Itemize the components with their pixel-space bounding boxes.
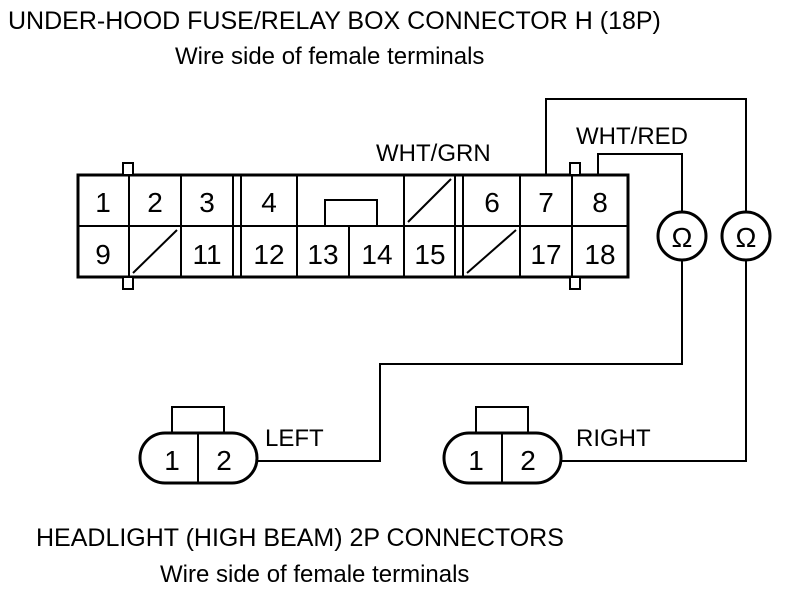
pin-12: 12 xyxy=(253,239,284,270)
ohmmeter-left: Ω xyxy=(656,210,708,262)
pin-17: 17 xyxy=(530,239,561,270)
bottom-subtitle: Wire side of female terminals xyxy=(160,561,469,588)
pin-3: 3 xyxy=(199,187,215,218)
left-pin-2: 2 xyxy=(216,445,232,476)
wire-label-wht-red: WHT/RED xyxy=(576,123,688,150)
headlight-connector-left: 1 2 xyxy=(138,406,259,485)
pin-2: 2 xyxy=(147,187,163,218)
pin-7: 7 xyxy=(538,187,554,218)
connector-h xyxy=(76,162,630,290)
pin-13: 13 xyxy=(307,239,338,270)
ohm-symbol-icon: Ω xyxy=(736,222,757,253)
pin-6: 6 xyxy=(484,187,500,218)
top-title: UNDER-HOOD FUSE/RELAY BOX CONNECTOR H (1… xyxy=(8,7,661,35)
ohmmeter-right: Ω xyxy=(720,210,772,262)
wires xyxy=(258,98,747,462)
pin-4: 4 xyxy=(261,187,277,218)
bottom-title: HEADLIGHT (HIGH BEAM) 2P CONNECTORS xyxy=(36,524,564,552)
ohm-symbol-icon: Ω xyxy=(672,222,693,253)
connector-h-pins: 1 2 3 4 6 7 8 9 11 12 13 14 15 17 18 xyxy=(95,187,615,270)
pin-18: 18 xyxy=(584,239,615,270)
top-subtitle: Wire side of female terminals xyxy=(175,43,484,70)
headlight-connector-right: 1 2 xyxy=(442,406,563,485)
pin-8: 8 xyxy=(592,187,608,218)
pin-15: 15 xyxy=(414,239,445,270)
pin-9: 9 xyxy=(95,239,111,270)
left-pin-1: 1 xyxy=(164,445,180,476)
pin-1: 1 xyxy=(95,187,111,218)
wire-label-left: LEFT xyxy=(265,425,324,452)
right-pin-1: 1 xyxy=(468,445,484,476)
pin-11: 11 xyxy=(192,239,221,270)
wire-label-wht-grn: WHT/GRN xyxy=(376,140,491,167)
right-pin-2: 2 xyxy=(520,445,536,476)
pin-14: 14 xyxy=(361,239,392,270)
wire-label-right: RIGHT xyxy=(576,425,651,452)
